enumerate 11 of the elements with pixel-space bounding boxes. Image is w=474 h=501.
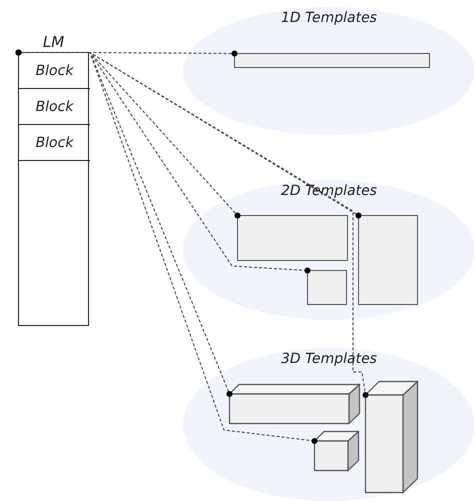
group-title: 1D Templates bbox=[281, 10, 377, 26]
template-cuboid bbox=[365, 381, 418, 493]
dashed-connector bbox=[16, 50, 318, 444]
group-title: 3D Templates bbox=[281, 351, 377, 367]
template-cuboid bbox=[229, 384, 360, 424]
column-heading: LM bbox=[42, 33, 66, 52]
template-rectangle bbox=[358, 215, 418, 305]
template-cuboid bbox=[314, 431, 359, 471]
template-bar bbox=[234, 53, 430, 68]
template-rectangle bbox=[307, 270, 347, 305]
template-rectangle bbox=[237, 215, 348, 261]
